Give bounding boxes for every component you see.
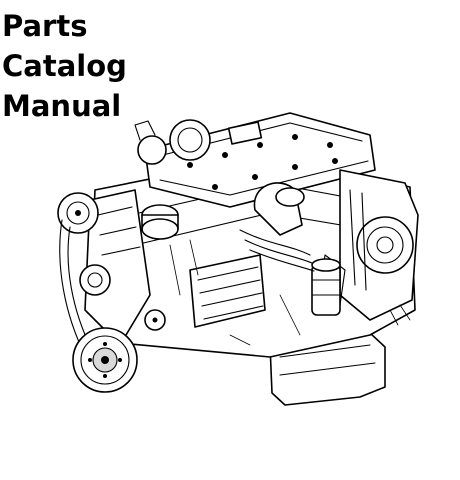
title-line-catalog: Catalog xyxy=(2,49,127,83)
document-title: Parts Catalog Manual xyxy=(2,6,127,126)
title-line-manual: Manual xyxy=(2,89,122,123)
engine-icon xyxy=(57,112,419,406)
title-line-parts: Parts xyxy=(2,9,88,43)
engine-illustration xyxy=(40,95,458,420)
